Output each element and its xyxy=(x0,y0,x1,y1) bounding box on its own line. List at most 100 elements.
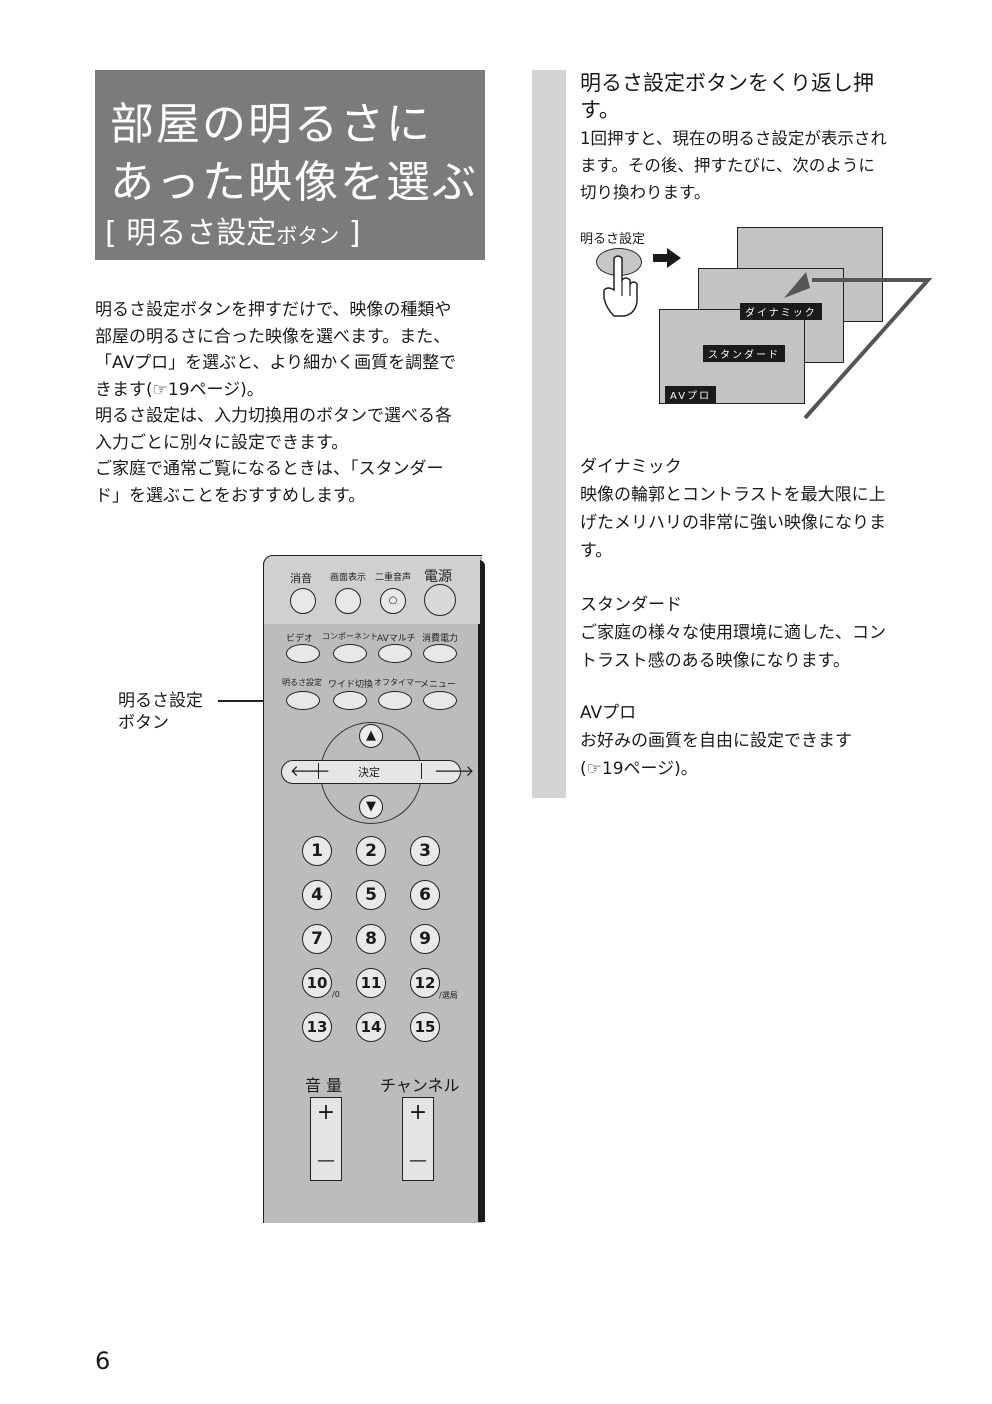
number-button-2[interactable]: 2 xyxy=(356,836,386,866)
title-box: 部屋の明るさに あった映像を選ぶ [ 明るさ設定ボタン ] xyxy=(95,70,485,260)
right-arrow-icon[interactable]: 🡒 xyxy=(434,762,475,780)
mode-desc-line: (☞19ページ)。 xyxy=(580,759,698,779)
intro-line: ド」を選ぶことをおすすめします。 xyxy=(95,485,366,506)
power-save-button[interactable] xyxy=(423,644,457,663)
intro-line: きます(☞19ページ)。 xyxy=(95,379,264,400)
callout-line2: ボタン xyxy=(118,713,169,733)
left-right-bar xyxy=(281,760,461,784)
down-arrow-icon[interactable]: ▼ xyxy=(359,795,383,819)
pointing-hand-icon xyxy=(603,255,638,317)
volume-rocker[interactable]: + — xyxy=(310,1097,342,1181)
callout-leader-line xyxy=(218,700,290,702)
mode-name: スタンダード xyxy=(580,595,682,615)
component-label: コンポーネント xyxy=(322,632,378,641)
number-button-9[interactable]: 9 xyxy=(410,924,440,954)
step-desc-line1: 1回押すと、現在の明るさ設定が表示され xyxy=(580,129,887,148)
mode-desc-line: お好みの画質を自由に設定できます xyxy=(580,731,852,751)
mode-standard: スタンダード ご家庭の様々な使用環境に適した、コン トラスト感のある映像になりま… xyxy=(580,590,886,675)
number-button-15[interactable]: 15 xyxy=(410,1012,440,1042)
mode-name: AVプロ xyxy=(580,703,637,723)
screen-label-standard: スタンダード xyxy=(703,345,785,362)
intro-line: 部屋の明るさに合った映像を選べます。また、 xyxy=(95,326,451,347)
number-button-12[interactable]: 12 xyxy=(410,968,440,998)
intro-line: 明るさ設定ボタンを押すだけで、映像の種類や xyxy=(95,300,452,320)
wide-button[interactable] xyxy=(333,691,367,710)
volume-plus-icon[interactable]: + xyxy=(316,1100,336,1125)
mode-desc-line: トラスト感のある映像になります。 xyxy=(580,651,850,671)
number-button-7[interactable]: 7 xyxy=(302,924,332,954)
intro-line: 入力ごとに別々に設定できます。 xyxy=(95,432,349,453)
up-arrow-icon[interactable]: ▲ xyxy=(359,724,383,748)
subtitle-small: ボタン xyxy=(276,224,340,248)
step-desc-line3: 切り換わります。 xyxy=(580,183,711,202)
power-label: 電源 xyxy=(424,569,452,585)
num10-sub-label: /0 xyxy=(332,990,340,999)
off-timer-button[interactable] xyxy=(378,691,412,710)
step-heading: 明るさ設定ボタンをくり返し押 す。 xyxy=(580,70,874,124)
enter-label[interactable]: 決定 xyxy=(358,766,380,779)
brightness-label: 明るさ設定 xyxy=(282,678,322,687)
channel-rocker[interactable]: + — xyxy=(402,1097,434,1181)
page-title-line1: 部屋の明るさに xyxy=(110,99,432,150)
right-arrow-icon xyxy=(653,248,681,268)
mode-desc: 映像の輪郭とコントラストを最大限に上 げたメリハリの非常に強い映像になりま す。 xyxy=(580,481,886,565)
step-description: 1回押すと、現在の明るさ設定が表示され ます。その後、押すたびに、次のように 切… xyxy=(580,125,887,206)
number-button-6[interactable]: 6 xyxy=(410,880,440,910)
brightness-button[interactable] xyxy=(286,691,320,710)
diagram-button-label: 明るさ設定 xyxy=(580,232,646,247)
av-multi-button[interactable] xyxy=(378,644,412,663)
number-button-1[interactable]: 1 xyxy=(302,836,332,866)
mode-name: ダイナミック xyxy=(580,457,682,477)
mode-desc-line: 映像の輪郭とコントラストを最大限に上 xyxy=(580,485,886,505)
step-heading-line1: 明るさ設定ボタンをくり返し押 xyxy=(580,71,874,95)
step-desc-line2: ます。その後、押すたびに、次のように xyxy=(580,156,875,175)
mode-desc-line: ご家庭の様々な使用環境に適した、コン xyxy=(580,623,886,643)
dual-audio-label: 二重音声 xyxy=(375,573,412,583)
number-button-3[interactable]: 3 xyxy=(410,836,440,866)
component-button[interactable] xyxy=(333,644,367,663)
power-save-label: 消費電力 xyxy=(422,634,459,644)
intro-text: 明るさ設定ボタンを押すだけで、映像の種類や 部屋の明るさに合った映像を選べます。… xyxy=(95,297,456,509)
volume-minus-icon[interactable]: — xyxy=(317,1150,335,1171)
number-button-8[interactable]: 8 xyxy=(356,924,386,954)
off-timer-label: オフタイマー xyxy=(374,678,422,687)
display-label: 画面表示 xyxy=(330,573,367,583)
bar-divider xyxy=(421,763,422,779)
number-button-5[interactable]: 5 xyxy=(356,880,386,910)
video-button[interactable] xyxy=(286,644,320,663)
wide-label: ワイド切換 xyxy=(328,680,374,690)
mute-label: 消音 xyxy=(290,572,312,585)
mode-dynamic: ダイナミック 映像の輪郭とコントラストを最大限に上 げたメリハリの非常に強い映像… xyxy=(580,452,886,565)
subtitle-main: [ 明るさ設定 xyxy=(105,216,277,251)
mode-av-pro: AVプロ お好みの画質を自由に設定できます (☞19ページ)。 xyxy=(580,698,852,783)
step-side-bar xyxy=(532,70,566,798)
subtitle-close: ] xyxy=(339,216,361,251)
number-button-14[interactable]: 14 xyxy=(356,1012,386,1042)
step-heading-line2: す。 xyxy=(580,98,620,122)
number-button-10[interactable]: 10 xyxy=(302,968,332,998)
number-button-11[interactable]: 11 xyxy=(356,968,386,998)
bar-divider xyxy=(318,763,319,779)
mode-desc: ご家庭の様々な使用環境に適した、コン トラスト感のある映像になります。 xyxy=(580,619,886,675)
cycle-loop-arrow xyxy=(784,272,933,420)
intro-line: 「AVプロ」を選ぶと、より細かく画質を調整で xyxy=(95,353,457,373)
number-button-4[interactable]: 4 xyxy=(302,880,332,910)
mode-desc: お好みの画質を自由に設定できます (☞19ページ)。 xyxy=(580,727,852,783)
left-arrow-icon[interactable]: 🡐 xyxy=(290,762,331,780)
display-button[interactable] xyxy=(335,588,361,614)
callout-line1: 明るさ設定 xyxy=(118,691,203,711)
page-title-line2: あった映像を選ぶ xyxy=(110,157,478,208)
mode-desc-line: げたメリハリの非常に強い映像になりま xyxy=(580,513,886,533)
mute-button[interactable] xyxy=(290,588,316,614)
channel-minus-icon[interactable]: — xyxy=(409,1150,427,1171)
screen-label-av-pro: AVプロ xyxy=(665,386,717,403)
number-button-13[interactable]: 13 xyxy=(302,1012,332,1042)
menu-label: メニュー xyxy=(420,680,457,690)
dual-audio-button[interactable]: ○ xyxy=(380,588,406,614)
intro-line: 明るさ設定は、入力切換用のボタンで選べる各 xyxy=(95,406,452,426)
channel-plus-icon[interactable]: + xyxy=(408,1100,428,1125)
menu-button[interactable] xyxy=(423,691,457,710)
num12-sub-label: /選局 xyxy=(439,991,458,1000)
power-button[interactable] xyxy=(424,584,456,616)
callout-label: 明るさ設定 ボタン xyxy=(118,690,203,734)
